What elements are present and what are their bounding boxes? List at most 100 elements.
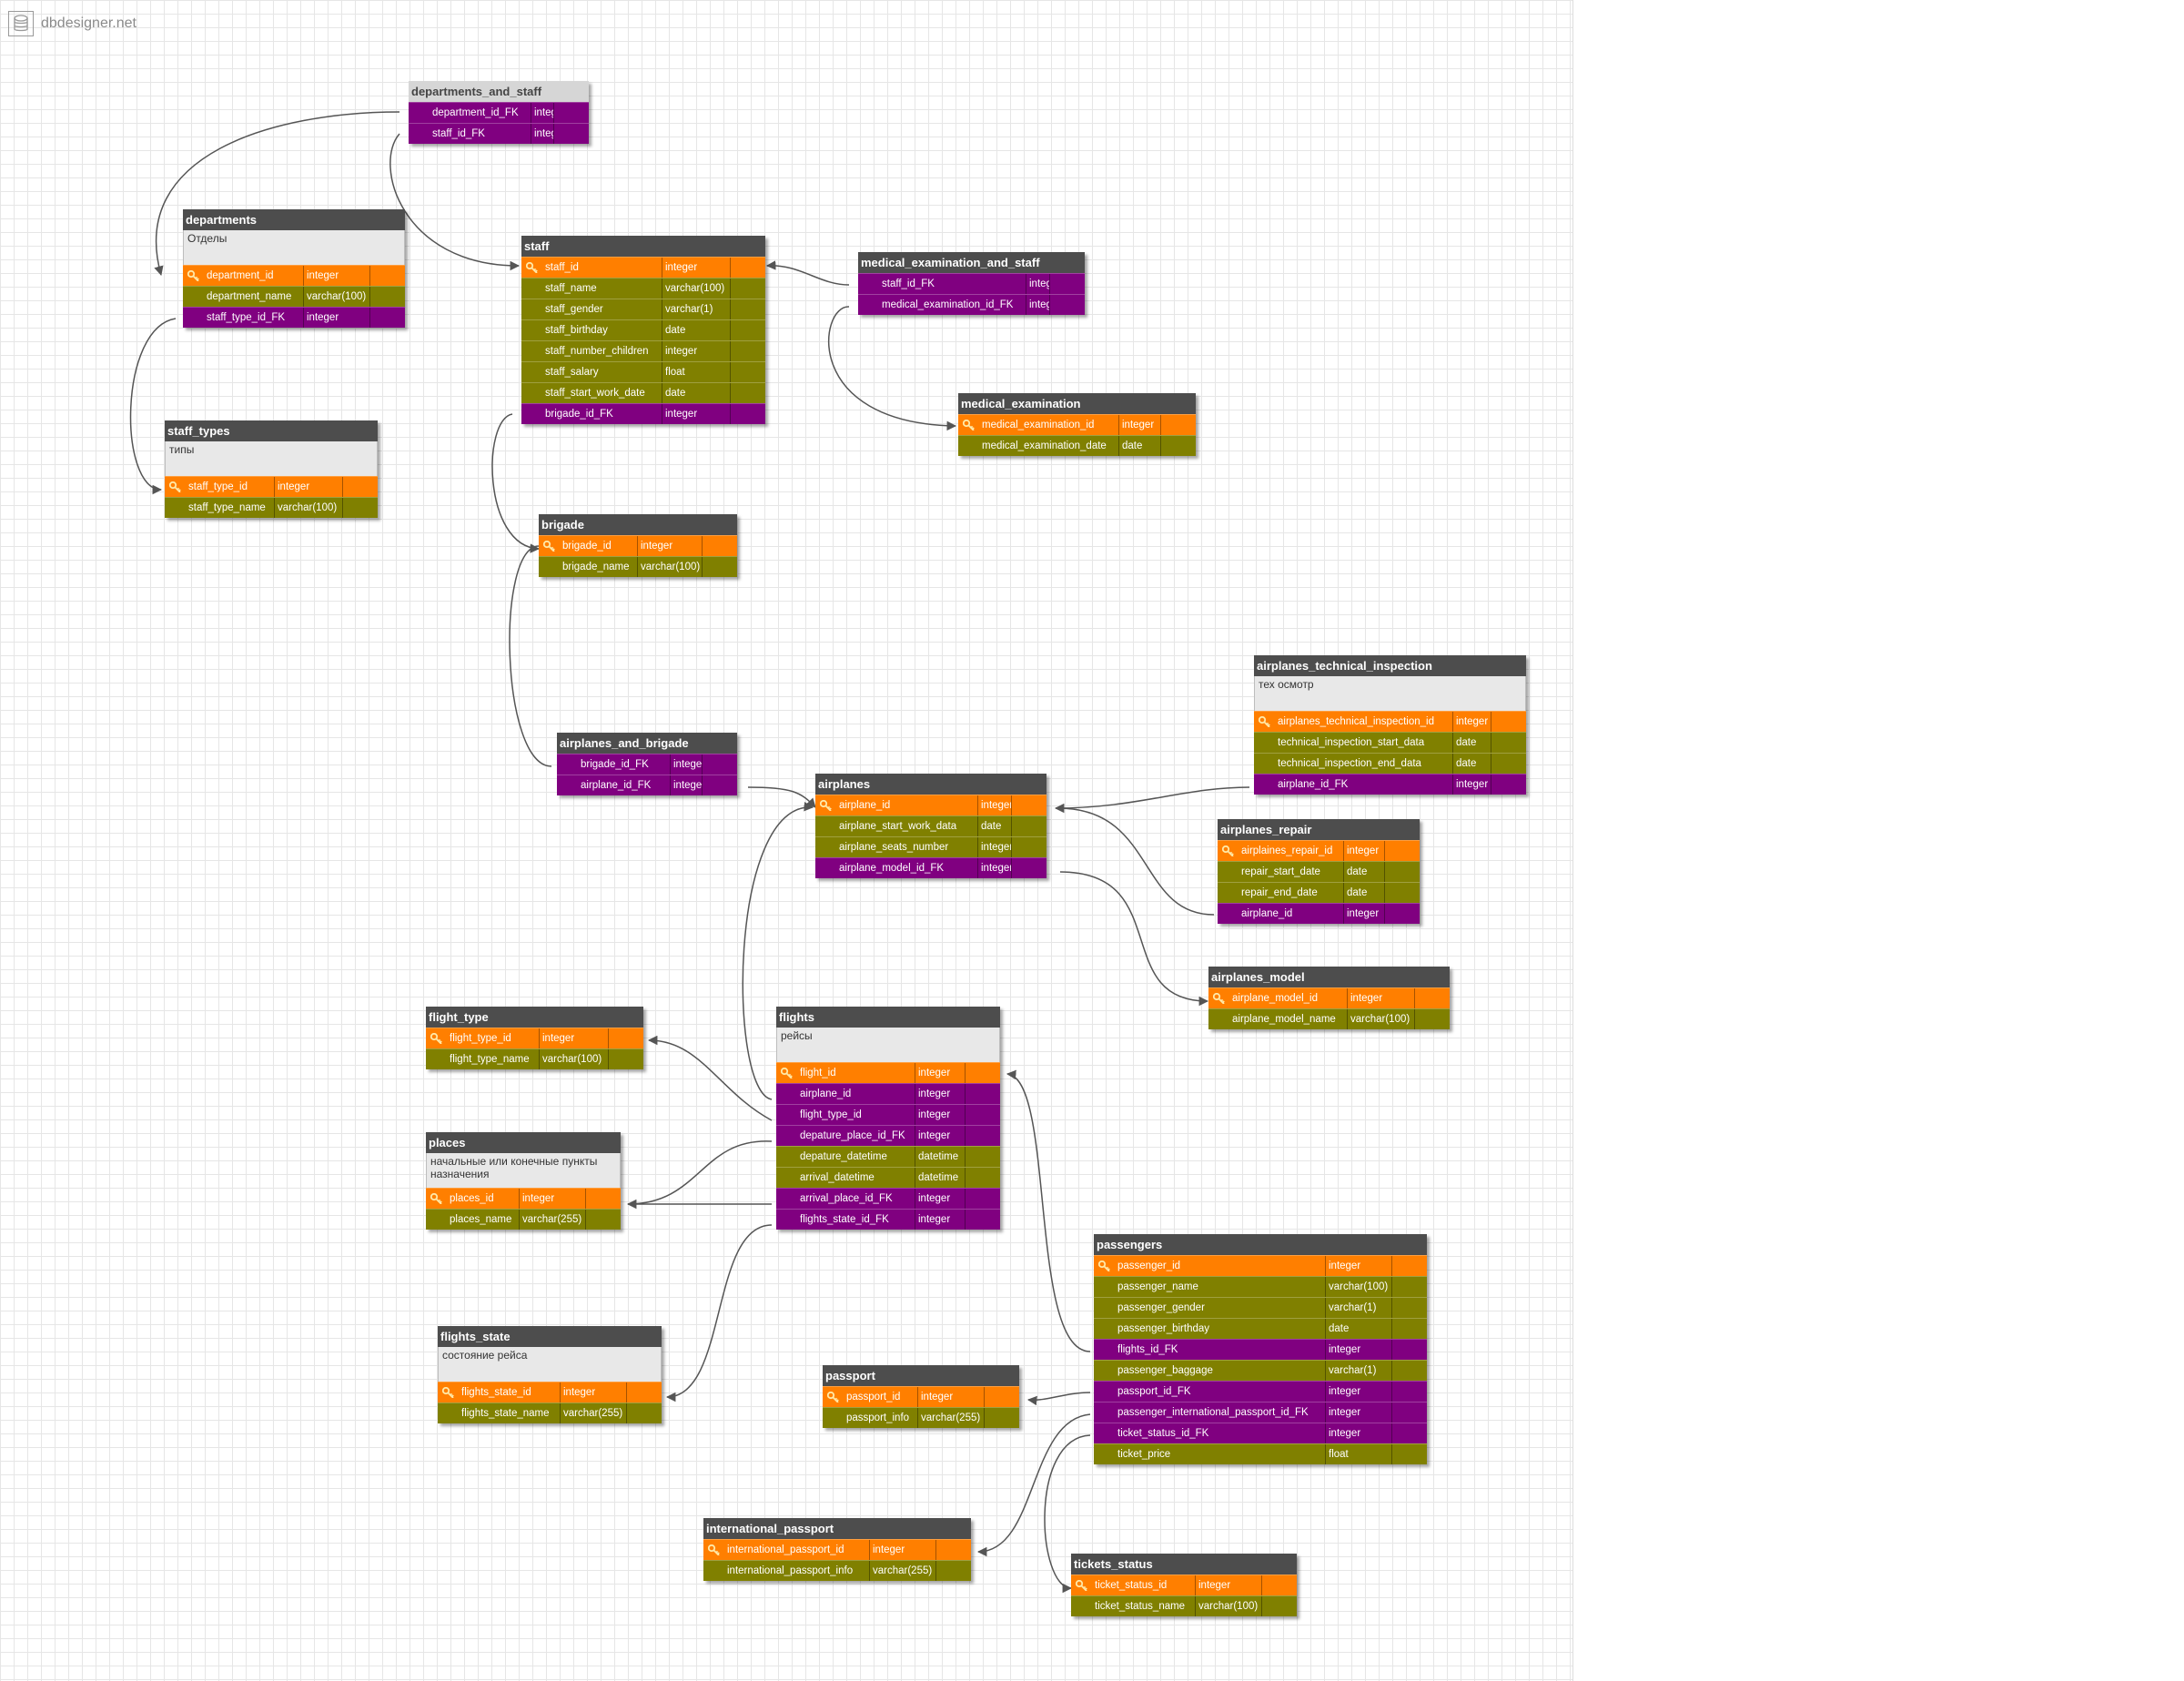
table-title[interactable]: brigade (539, 514, 737, 535)
table-title[interactable]: staff (521, 236, 765, 257)
table-title[interactable]: departments (183, 209, 405, 230)
table-title[interactable]: passengers (1094, 1234, 1427, 1255)
brand-logo[interactable]: dbdesigner.net (8, 10, 136, 37)
table-title[interactable]: airplanes (815, 774, 1046, 795)
table-title[interactable]: tickets_status (1071, 1554, 1297, 1575)
table-title[interactable]: international_passport (703, 1518, 971, 1539)
table-title[interactable]: flights_state (438, 1326, 662, 1347)
table-title[interactable]: departments_and_staff (409, 81, 589, 102)
table-title[interactable]: airplanes_model (1208, 967, 1450, 987)
table-title[interactable]: medical_examination_and_staff (858, 252, 1085, 273)
table-title[interactable]: flight_type (426, 1007, 643, 1028)
table-title[interactable]: flights (776, 1007, 1000, 1028)
table-title[interactable]: medical_examination (958, 393, 1196, 414)
table-title[interactable]: airplanes_and_brigade (557, 733, 737, 754)
table-title[interactable]: airplanes_technical_inspection (1254, 655, 1526, 676)
table-title[interactable]: places (426, 1132, 621, 1153)
